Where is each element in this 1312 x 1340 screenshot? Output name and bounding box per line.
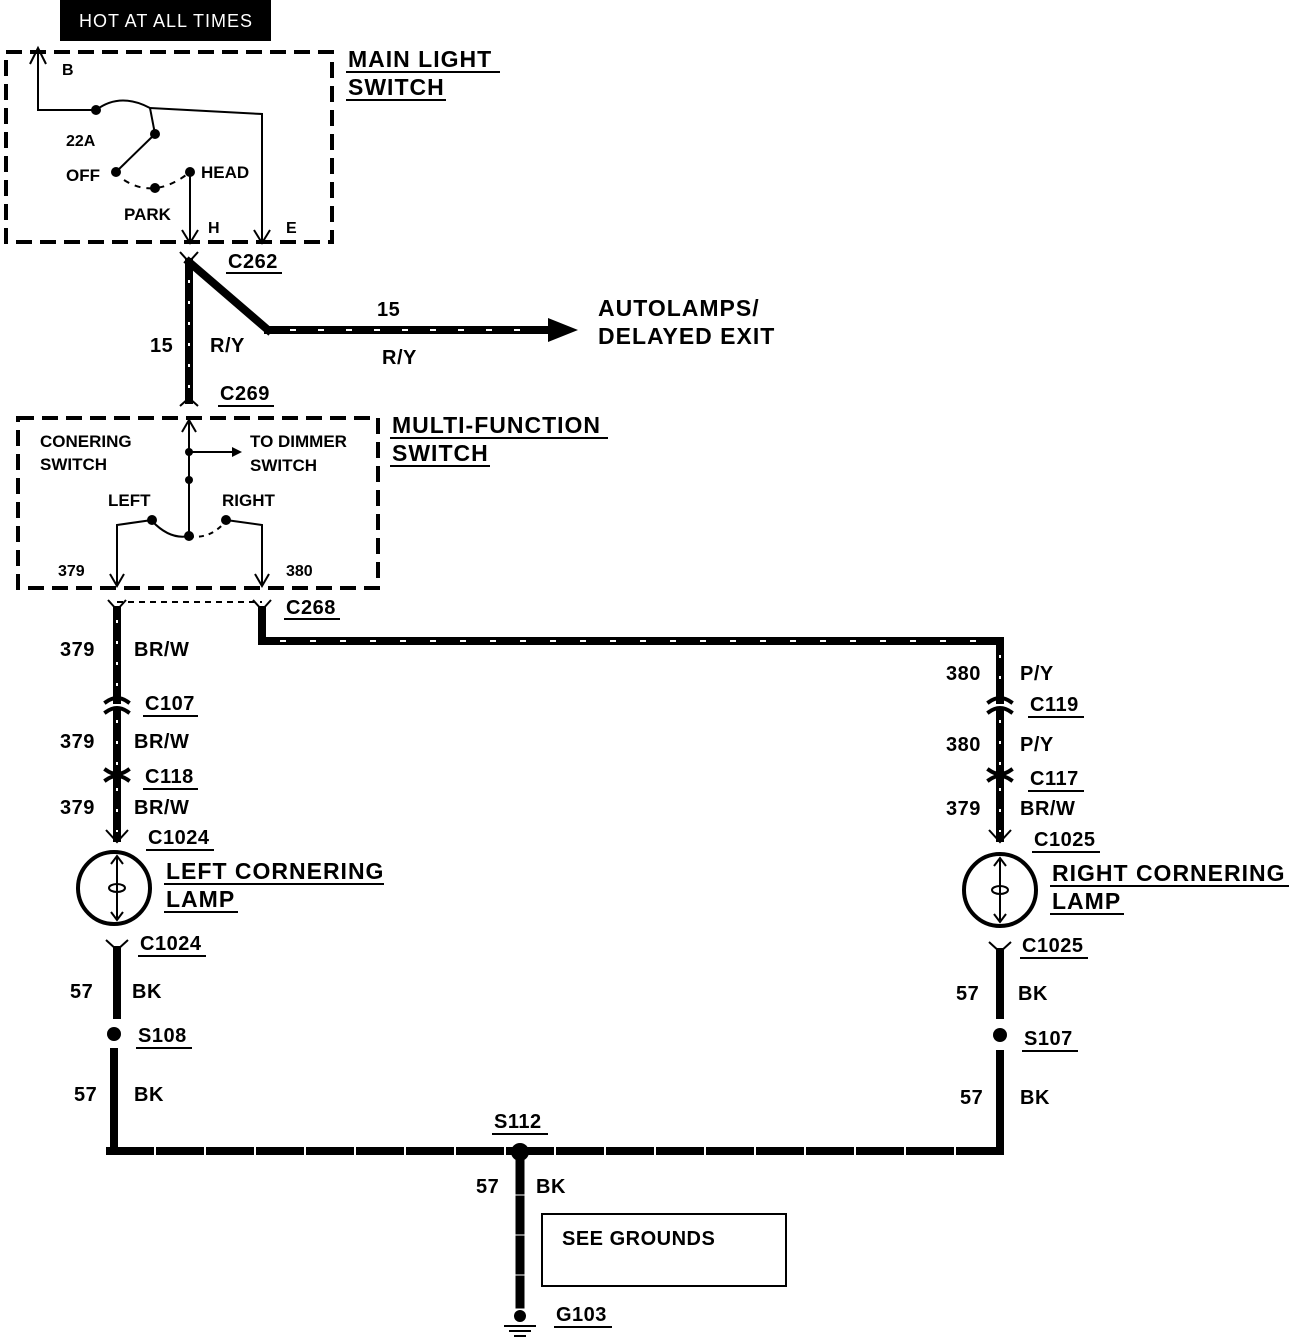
pin-379-label: 379 [58,563,85,580]
main-switch-title-1: MAIN LIGHT [348,46,492,72]
splice-s107-dot [993,1028,1007,1042]
connector-c118: C118 [145,766,194,788]
multifunction-title-1: MULTI-FUNCTION [392,412,601,438]
left-lamp-label-2: LAMP [166,886,235,912]
left-seg3-color: BR/W [134,797,189,819]
splice-s107: S107 [1024,1028,1073,1050]
left-seg2-circuit: 379 [60,731,95,753]
cornering-switch-label-2: SWITCH [40,455,107,474]
see-grounds-note: SEE GROUNDS [562,1228,715,1250]
left-lamp-label-1: LEFT CORNERING [166,858,384,884]
right-seg3-color: BR/W [1020,798,1075,820]
arrow-right-icon [548,318,578,342]
left-lamp-icon [76,850,152,926]
right-lamp-icon [962,852,1038,928]
pos-right-label: RIGHT [222,491,276,510]
main-light-switch: B 22A OFF PARK HEAD H E [4,45,334,245]
right-seg2-color: P/Y [1020,734,1054,756]
connector-c119: C119 [1030,694,1079,716]
pos-head-label: HEAD [201,163,249,182]
connector-c1025-bottom: C1025 [1022,935,1083,957]
ground-circuit: 57 [476,1176,499,1198]
see-grounds-box [541,1213,787,1287]
splice-s108-dot [107,1027,121,1041]
pin-b-label: B [62,62,74,79]
main-switch-box [4,50,334,244]
left-seg3-circuit: 379 [60,797,95,819]
left-gnd2-color: BK [134,1084,164,1106]
pos-park-label: PARK [124,205,172,224]
dimmer-label-2: SWITCH [250,456,317,475]
left-seg2-color: BR/W [134,731,189,753]
connector-c1024-bottom: C1024 [140,933,202,955]
connector-c117: C117 [1030,768,1079,790]
destination-line-2: DELAYED EXIT [598,323,775,349]
multifunction-title-2: SWITCH [392,440,489,466]
splice-s112: S112 [494,1111,542,1133]
right-seg1-circuit: 380 [946,663,981,685]
ground-point-g103: G103 [556,1304,607,1326]
pin-e-label: E [286,220,297,237]
connector-c268: C268 [286,597,336,619]
pin-22a-label: 22A [66,133,96,150]
multifunction-switch: CONERING SWITCH TO DIMMER SWITCH LEFT RI… [16,416,380,590]
up-arrow-icon [29,45,47,65]
header-label: HOT AT ALL TIMES [79,11,253,31]
connector-c1025-top: C1025 [1034,829,1095,851]
right-seg3-circuit: 379 [946,798,981,820]
multifunction-box [16,416,380,590]
connector-c1024-top: C1024 [148,827,210,849]
left-seg1-color: BR/W [134,639,189,661]
splice-s108: S108 [138,1025,187,1047]
cornering-switch-label-1: CONERING [40,432,132,451]
left-seg1-circuit: 379 [60,639,95,661]
right-seg2-circuit: 380 [946,734,981,756]
right-feed-wire [258,606,1004,704]
left-gnd2-circuit: 57 [74,1084,97,1106]
right-gnd2-color: BK [1020,1087,1050,1109]
feed-color-vertical: R/Y [210,335,245,357]
feed-wire-15 [179,251,578,407]
connector-c107: C107 [145,693,195,715]
connector-c262: C262 [228,251,278,273]
pos-off-label: OFF [66,166,100,185]
pin-380-label: 380 [286,563,313,580]
right-gnd2-circuit: 57 [960,1087,983,1109]
hot-at-all-times-banner: HOT AT ALL TIMES [60,0,271,41]
right-seg1-color: P/Y [1020,663,1054,685]
pos-left-label: LEFT [108,491,151,510]
main-switch-title-2: SWITCH [348,74,445,100]
ground-color: BK [536,1176,566,1198]
right-gnd1-circuit: 57 [956,983,979,1005]
ground-bus [106,1143,1008,1337]
destination-line-1: AUTOLAMPS/ [598,295,760,321]
right-gnd1-color: BK [1018,983,1048,1005]
dimmer-label-1: TO DIMMER [250,432,347,451]
left-gnd1-color: BK [132,981,162,1003]
feed-circuit-vertical: 15 [150,335,173,357]
right-lamp-label-1: RIGHT CORNERING [1052,860,1286,886]
ground-icon [504,1325,536,1337]
left-gnd1-circuit: 57 [70,981,93,1003]
pin-h-label: H [208,220,220,237]
right-branch-wire [962,696,1038,1154]
feed-circuit-horizontal: 15 [377,299,400,321]
connector-c269: C269 [220,383,270,405]
left-branch-wire [76,606,152,1154]
feed-color-horizontal: R/Y [382,347,417,369]
right-lamp-label-2: LAMP [1052,888,1121,914]
